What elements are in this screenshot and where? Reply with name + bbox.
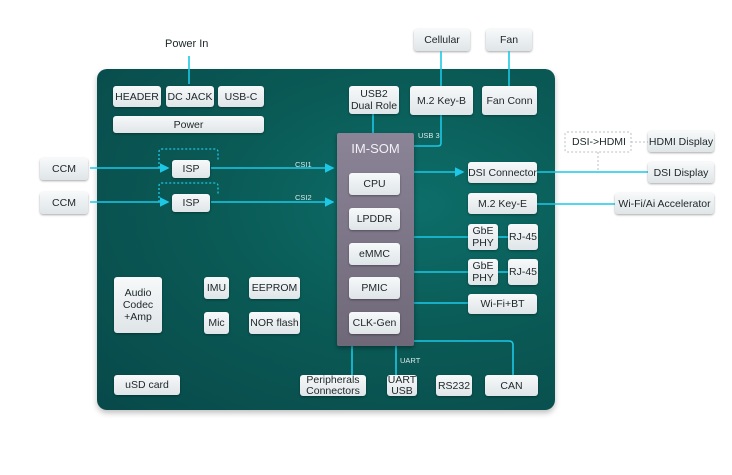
hdmi-display-box: HDMI Display [648, 131, 714, 152]
emmc-box: eMMC [349, 243, 400, 265]
eeprom-box: EEPROM [249, 277, 300, 299]
mic-box: Mic [204, 312, 229, 334]
csi1-label: CSI1 [295, 160, 312, 169]
usb2-dual-role-box: USB2 Dual Role [349, 86, 399, 114]
gbe-phy1-box: GbE PHY [468, 224, 498, 250]
peripherals-connectors-box: Peripherals Connectors [300, 374, 366, 396]
wifi-bt-box: Wi-Fi+BT [468, 294, 537, 314]
isp1-box: ISP [172, 160, 210, 178]
m2-key-b-box: M.2 Key-B [410, 86, 473, 115]
nor-flash-box: NOR flash [249, 312, 300, 334]
gbe-phy2-box: GbE PHY [468, 259, 498, 285]
dsi-connector-box: DSI Connector [468, 162, 537, 183]
im-som-module: IM-SOM CPU LPDDR eMMC PMIC CLK-Gen [337, 133, 414, 346]
isp2-box: ISP [172, 194, 210, 212]
dc-jack-box: DC JACK [166, 86, 214, 107]
rj45-2-box: RJ-45 [508, 259, 538, 285]
ccm1-box: CCM [40, 158, 88, 180]
can-box: CAN [485, 375, 538, 396]
usb3-label: USB 3 [418, 131, 440, 140]
m2-key-e-box: M.2 Key-E [468, 193, 537, 214]
fan-box: Fan [486, 29, 532, 51]
usb-c-box: USB-C [218, 86, 264, 107]
power-in-label: Power In [165, 38, 209, 50]
rj45-1-box: RJ-45 [508, 224, 538, 250]
wifi-ai-accelerator-box: Wi-Fi/Ai Accelerator [615, 193, 714, 214]
fan-conn-box: Fan Conn [482, 86, 537, 115]
som-title: IM-SOM [351, 141, 400, 156]
cpu-box: CPU [349, 173, 400, 195]
dsi-hdmi-converter: DSI->HDMI [572, 136, 626, 148]
uart-label: UART [400, 356, 421, 365]
audio-codec-box: Audio Codec +Amp [114, 277, 162, 333]
header-box: HEADER [113, 86, 161, 107]
cellular-box: Cellular [414, 29, 470, 51]
dsi-display-box: DSI Display [648, 162, 714, 183]
rs232-box: RS232 [436, 375, 472, 396]
csi2-label: CSI2 [295, 193, 312, 202]
pmic-box: PMIC [349, 277, 400, 299]
usd-card-box: uSD card [114, 375, 180, 395]
clk-gen-box: CLK-Gen [349, 312, 400, 334]
power-box: Power [113, 116, 264, 133]
uart-usb-box: UART USB [387, 373, 417, 397]
imu-box: IMU [204, 277, 229, 299]
ccm2-box: CCM [40, 192, 88, 214]
lpddr-box: LPDDR [349, 208, 400, 230]
